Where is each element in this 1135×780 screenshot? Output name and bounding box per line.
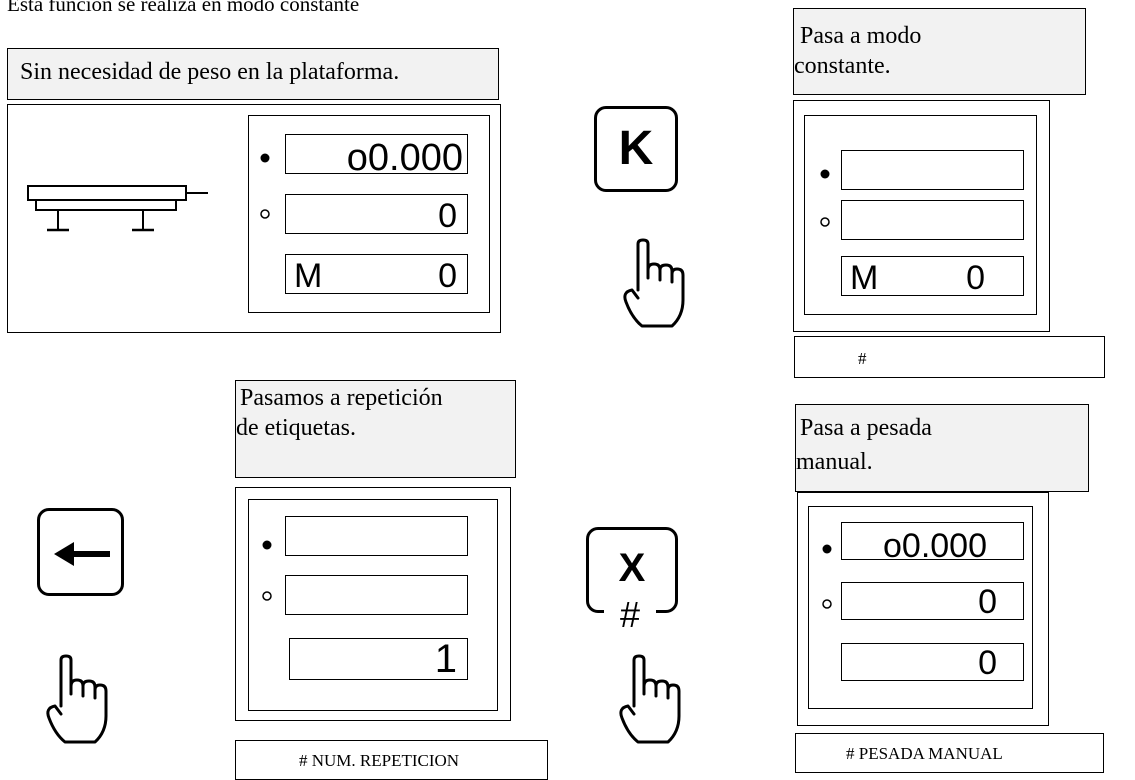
callout-panel2: Pasa a modo constante. (793, 8, 1086, 95)
status-bar-panel4: # PESADA MANUAL (795, 733, 1104, 773)
filled-dot-icon (260, 153, 270, 163)
filled-dot-icon (262, 540, 272, 550)
empty-dot-icon (260, 209, 270, 219)
count-value: 0 (978, 583, 997, 621)
manual-weight-value: 0 (978, 644, 997, 682)
weighing-scale-icon (27, 185, 208, 232)
callout-panel4-line1: Pasa a pesada (800, 415, 932, 441)
memory-display: M 0 (285, 254, 468, 294)
weight-display: o0.000 (841, 522, 1024, 565)
pointing-hand-icon (46, 654, 108, 744)
status-bar-panel2: # (794, 336, 1105, 378)
count-display (285, 575, 468, 615)
callout-panel1: Sin necesidad de peso en la plataforma. (7, 48, 499, 100)
manual-weight-display: 0 (841, 643, 1024, 681)
display-unit: M 0 (804, 115, 1037, 315)
empty-dot-icon (820, 217, 830, 227)
pointing-hand-icon (623, 238, 685, 328)
back-arrow-key[interactable] (37, 508, 124, 596)
k-key[interactable]: K (594, 106, 678, 192)
panel3-frame: 1 (235, 487, 511, 721)
empty-dot-icon (822, 599, 832, 609)
memory-display: M 0 (841, 256, 1024, 296)
callout-panel2-line2: constante. (794, 53, 891, 80)
repetition-display: 1 (289, 638, 468, 680)
count-display (841, 200, 1024, 240)
x-key-top-label: X (618, 546, 646, 590)
filled-dot-icon (820, 169, 830, 179)
weight-display (841, 150, 1024, 190)
memory-value: 0 (438, 257, 457, 295)
x-key-bottom-label: # (604, 594, 656, 636)
callout-panel4-line2: manual. (796, 449, 873, 476)
weight-value: o0.000 (346, 137, 463, 179)
memory-label: M (294, 257, 323, 295)
filled-dot-icon (822, 544, 832, 554)
callout-panel3-line2: de etiquetas. (236, 415, 356, 442)
display-unit: o0.000 0 M 0 (248, 115, 490, 313)
empty-dot-icon (262, 591, 272, 601)
panel4-frame: o0.000 0 0 (797, 492, 1049, 726)
weight-display: o0.000 (285, 134, 468, 179)
left-arrow-icon (54, 542, 110, 566)
display-unit: 1 (248, 499, 498, 711)
callout-panel4: Pasa a pesada manual. (795, 404, 1089, 492)
callout-panel3-line1: Pasamos a repetición (240, 385, 443, 411)
display-unit: o0.000 0 0 (808, 506, 1033, 709)
weight-value: o0.000 (883, 527, 987, 565)
repetition-value: 1 (434, 637, 457, 681)
panel1-frame: o0.000 0 M 0 (7, 104, 501, 333)
k-key-label: K (618, 122, 654, 175)
pointing-hand-icon (619, 654, 681, 744)
memory-value: 0 (966, 259, 985, 297)
count-display: 0 (841, 582, 1024, 620)
callout-panel3: Pasamos a repetición de etiquetas. (235, 380, 516, 478)
memory-label: M (850, 259, 879, 297)
weight-display (285, 516, 468, 556)
count-value: 0 (438, 197, 457, 235)
count-display: 0 (285, 194, 468, 234)
panel2-frame: M 0 (793, 100, 1050, 332)
status-bar-panel3: # NUM. REPETICION (235, 740, 548, 780)
intro-text: Esta función se realiza en modo constant… (7, 0, 360, 16)
callout-panel2-line1: Pasa a modo (800, 23, 922, 49)
